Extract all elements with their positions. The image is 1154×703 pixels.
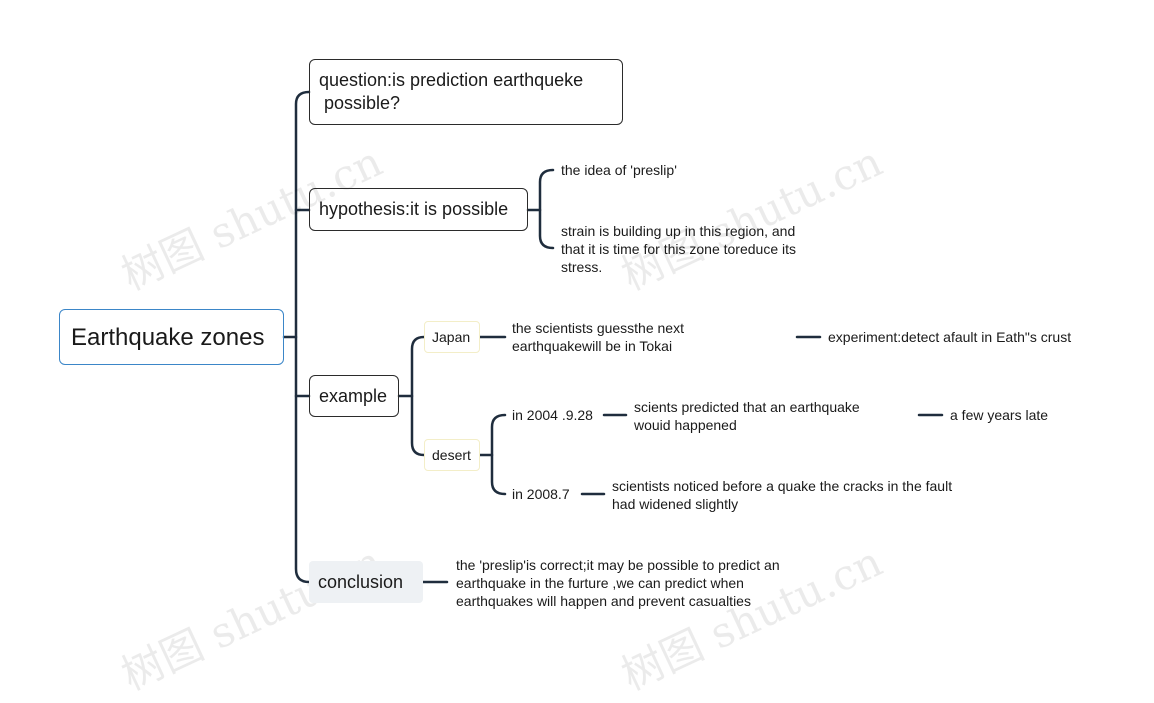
desert-date-2008[interactable]: in 2008.7 bbox=[512, 486, 570, 502]
conclusion-detail-line: earthquakes will happen and prevent casu… bbox=[456, 593, 751, 609]
connector-lines bbox=[282, 90, 944, 584]
japan-detail[interactable]: the scientists guessthe next earthquakew… bbox=[512, 319, 684, 355]
conclusion-detail-line: the 'preslip'is correct;it may be possib… bbox=[456, 557, 780, 573]
japan-detail-line: the scientists guessthe next bbox=[512, 320, 684, 336]
desert-detail-line: scients predicted that an earthquake bbox=[634, 399, 860, 415]
connector-example-children bbox=[410, 335, 426, 457]
desert-detail-line: had widened slightly bbox=[612, 496, 739, 512]
question-line-2: possible? bbox=[319, 93, 401, 113]
hypothesis-child-line: stress. bbox=[561, 259, 603, 275]
question-node[interactable]: question:is prediction earthqueke possib… bbox=[309, 59, 623, 125]
desert-detail-line: wouid happened bbox=[634, 417, 737, 433]
desert-detail-line: scientists noticed before a quake the cr… bbox=[612, 478, 953, 494]
desert-node[interactable]: desert bbox=[424, 439, 480, 471]
hypothesis-child-strain[interactable]: strain is building up in this region, an… bbox=[561, 222, 796, 276]
hypothesis-node[interactable]: hypothesis:it is possible bbox=[309, 188, 528, 231]
conclusion-detail[interactable]: the 'preslip'is correct;it may be possib… bbox=[456, 556, 780, 610]
desert-followup-2004[interactable]: a few years late bbox=[950, 407, 1049, 423]
connector-desert-children bbox=[490, 413, 507, 496]
japan-followup[interactable]: experiment:detect afault in Eath"s crust bbox=[828, 329, 1072, 345]
hypothesis-child-line: strain is building up in this region, an… bbox=[561, 223, 796, 239]
hypothesis-child-line: that it is time for this zone toreduce i… bbox=[561, 241, 796, 257]
connector-hypothesis-children bbox=[538, 168, 555, 250]
desert-detail-2004[interactable]: scients predicted that an earthquake wou… bbox=[634, 398, 860, 434]
desert-detail-2008[interactable]: scientists noticed before a quake the cr… bbox=[612, 477, 952, 513]
example-node[interactable]: example bbox=[309, 375, 399, 417]
hypothesis-child-preslip[interactable]: the idea of 'preslip' bbox=[561, 161, 677, 179]
conclusion-detail-line: earthquake in the furture ,we can predic… bbox=[456, 575, 744, 591]
japan-detail-line: earthquakewill be in Tokai bbox=[512, 338, 673, 354]
japan-node[interactable]: Japan bbox=[424, 321, 480, 353]
root-node[interactable]: Earthquake zones bbox=[59, 309, 284, 365]
desert-date-2004[interactable]: in 2004 .9.28 bbox=[512, 407, 593, 423]
question-line-1: question:is prediction earthqueke bbox=[319, 70, 584, 90]
conclusion-node[interactable]: conclusion bbox=[309, 561, 423, 603]
hypothesis-child-line: the idea of 'preslip' bbox=[561, 162, 677, 178]
connector-bus-main bbox=[294, 90, 311, 584]
